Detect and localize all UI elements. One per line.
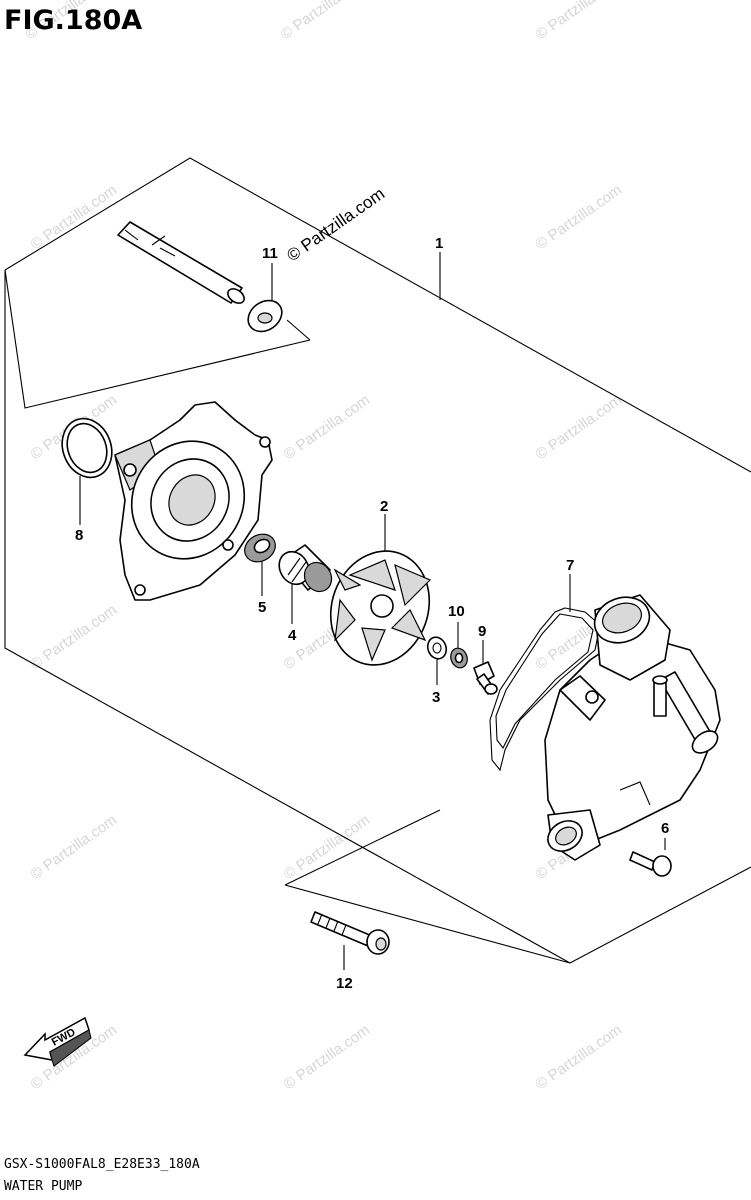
washer-3 bbox=[426, 636, 448, 660]
watermark-text: © Partzilla.com bbox=[278, 0, 371, 43]
pump-body bbox=[114, 401, 273, 601]
watermark-text: © Partzilla.com bbox=[28, 601, 121, 673]
callout-label-12: 12 bbox=[336, 975, 353, 992]
watermark-text-dark: © Partzilla.com bbox=[283, 184, 388, 265]
washer-10 bbox=[450, 647, 468, 669]
watermark-text: © Partzilla.com bbox=[28, 811, 121, 883]
watermark-text: © Partzilla.com bbox=[533, 391, 626, 463]
callout-label-7: 7 bbox=[566, 557, 574, 574]
callout-label-5: 5 bbox=[258, 599, 266, 616]
callout-label-10: 10 bbox=[448, 603, 465, 620]
callout-label-2: 2 bbox=[380, 498, 388, 515]
leader-lines bbox=[79, 252, 666, 970]
watermark-text: © Partzilla.com bbox=[533, 0, 626, 43]
seal-5 bbox=[244, 533, 276, 563]
watermark-text: © Partzilla.com bbox=[533, 181, 626, 253]
watermark-text: © Partzilla.com bbox=[533, 1021, 626, 1093]
impeller-2 bbox=[329, 550, 432, 666]
figure-title: FIG.180A bbox=[4, 5, 142, 36]
callout-label-4: 4 bbox=[288, 627, 297, 644]
bolt-6 bbox=[629, 851, 672, 877]
assembly-name: WATER PUMP bbox=[4, 1179, 82, 1194]
callout-label-8: 8 bbox=[75, 527, 83, 544]
o-ring-8 bbox=[61, 417, 113, 479]
bolt-12 bbox=[310, 911, 390, 955]
watermark-layer: © Partzilla.com © Partzilla.com © Partzi… bbox=[23, 0, 626, 1093]
watermark-text: © Partzilla.com bbox=[281, 811, 374, 883]
callout-labels: 1 2 3 4 5 6 7 8 9 10 11 12 bbox=[75, 235, 669, 992]
assembly-outline bbox=[4, 157, 751, 964]
callout-label-3: 3 bbox=[432, 689, 440, 706]
callout-label-1: 1 bbox=[435, 235, 443, 252]
callout-label-6: 6 bbox=[661, 820, 669, 837]
bolt-9 bbox=[473, 661, 498, 695]
water-pipe bbox=[117, 221, 245, 304]
watermark-text: © Partzilla.com bbox=[281, 1021, 374, 1093]
pump-case bbox=[544, 594, 721, 861]
callout-label-11: 11 bbox=[262, 245, 278, 262]
watermark-text: © Partzilla.com bbox=[28, 181, 121, 253]
watermark-text: © Partzilla.com bbox=[281, 391, 374, 463]
washer-11 bbox=[247, 299, 283, 333]
callout-label-9: 9 bbox=[478, 623, 486, 640]
mechanical-seal-4 bbox=[278, 544, 333, 593]
model-code: GSX-S1000FAL8_E28E33_180A bbox=[4, 1157, 200, 1172]
